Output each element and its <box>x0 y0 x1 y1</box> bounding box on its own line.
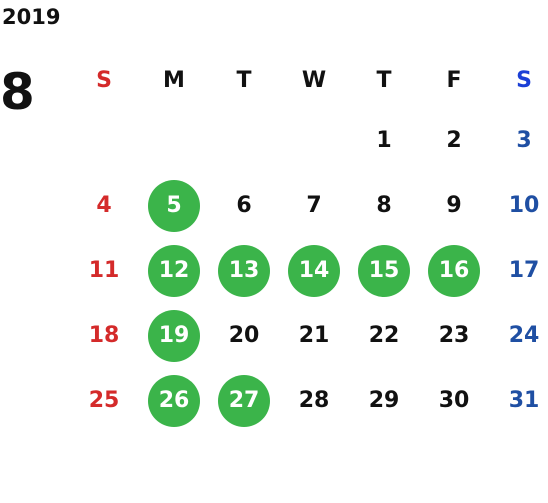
day-cell: 5 <box>139 173 209 238</box>
day-cell: 23 <box>419 303 489 368</box>
day-cell: 26 <box>139 368 209 433</box>
day-number: 7 <box>306 193 322 218</box>
day-cell: 13 <box>209 238 279 303</box>
day-cell: 9 <box>419 173 489 238</box>
day-cell: 17 <box>489 238 548 303</box>
day-cell: 30 <box>419 368 489 433</box>
day-cell: 25 <box>69 368 139 433</box>
day-number <box>218 115 270 167</box>
day-number: 1 <box>376 128 392 153</box>
day-number: 6 <box>236 193 252 218</box>
calendar-grid: S M T W T F S 1 2 3 4 5 6 7 8 9 10 11 12… <box>69 52 548 433</box>
day-cell: 4 <box>69 173 139 238</box>
day-cell: 7 <box>279 173 349 238</box>
highlighted-day-number: 19 <box>148 309 200 362</box>
day-cell: 19 <box>139 303 209 368</box>
day-cell: 20 <box>209 303 279 368</box>
day-cell: 24 <box>489 303 548 368</box>
highlighted-day-number: 15 <box>358 244 410 297</box>
day-cell: 8 <box>349 173 419 238</box>
day-number <box>78 115 130 167</box>
day-cell: 11 <box>69 238 139 303</box>
day-cell: 1 <box>349 108 419 173</box>
highlighted-day-number: 12 <box>148 244 200 297</box>
day-cell: 31 <box>489 368 548 433</box>
day-cell: 12 <box>139 238 209 303</box>
day-cell: 14 <box>279 238 349 303</box>
day-number: 18 <box>88 323 120 348</box>
month-number: 8 <box>0 63 35 121</box>
highlighted-day-number: 13 <box>218 244 270 297</box>
day-number: 29 <box>368 388 400 413</box>
day-cell <box>209 108 279 173</box>
day-cell <box>69 108 139 173</box>
day-cell: 29 <box>349 368 419 433</box>
weekday-header-sat: S <box>516 67 532 93</box>
day-number: 22 <box>368 323 400 348</box>
day-number: 4 <box>96 193 112 218</box>
day-cell: 2 <box>419 108 489 173</box>
weekday-header-mon: M <box>163 67 185 93</box>
day-cell: 10 <box>489 173 548 238</box>
day-number: 31 <box>508 388 540 413</box>
day-number: 30 <box>438 388 470 413</box>
day-cell: 6 <box>209 173 279 238</box>
highlighted-day-number: 5 <box>148 179 200 232</box>
weekday-header-wed: W <box>301 67 327 93</box>
day-cell <box>139 108 209 173</box>
day-number: 21 <box>298 323 330 348</box>
day-number: 2 <box>446 128 462 153</box>
highlighted-day-number: 27 <box>218 374 270 427</box>
highlighted-day-number: 26 <box>148 374 200 427</box>
day-number: 23 <box>438 323 470 348</box>
day-cell: 16 <box>419 238 489 303</box>
day-number: 20 <box>228 323 260 348</box>
day-number: 11 <box>88 258 120 283</box>
highlighted-day-number: 16 <box>428 244 480 297</box>
weekday-header-thu: T <box>376 67 392 93</box>
day-cell: 21 <box>279 303 349 368</box>
day-number: 10 <box>508 193 540 218</box>
day-number: 3 <box>516 128 532 153</box>
day-cell: 3 <box>489 108 548 173</box>
day-cell: 15 <box>349 238 419 303</box>
weekday-header-sun: S <box>96 67 112 93</box>
day-cell: 22 <box>349 303 419 368</box>
day-number: 8 <box>376 193 392 218</box>
day-number: 24 <box>508 323 540 348</box>
day-number: 17 <box>508 258 540 283</box>
day-cell: 28 <box>279 368 349 433</box>
day-cell: 27 <box>209 368 279 433</box>
weekday-header-fri: F <box>446 67 462 93</box>
day-number: 28 <box>298 388 330 413</box>
day-number <box>288 115 340 167</box>
highlighted-day-number: 14 <box>288 244 340 297</box>
day-number: 25 <box>88 388 120 413</box>
day-cell: 18 <box>69 303 139 368</box>
day-number <box>148 115 200 167</box>
year-label: 2019 <box>2 5 61 29</box>
day-number: 9 <box>446 193 462 218</box>
day-cell <box>279 108 349 173</box>
weekday-header-tue: T <box>236 67 252 93</box>
